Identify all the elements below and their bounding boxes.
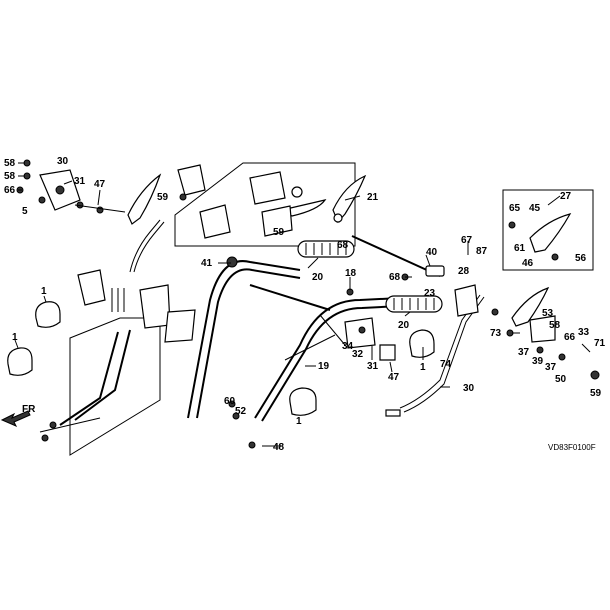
callout-40: 40	[426, 247, 438, 258]
callout-47a: 47	[94, 179, 106, 190]
callout-32: 32	[352, 349, 364, 360]
grip-20-upper	[297, 240, 355, 258]
callout-61: 61	[514, 243, 526, 254]
callout-66b: 66	[564, 332, 576, 343]
callout-34: 34	[342, 341, 354, 352]
callout-68a: 68	[337, 240, 349, 251]
callout-1b: 1	[12, 332, 18, 343]
clamp-1-a	[35, 301, 61, 328]
fr-label: FR	[22, 404, 36, 415]
callout-58a: 58	[4, 158, 16, 169]
lever-right	[511, 286, 550, 327]
inset-box-left	[69, 317, 161, 456]
callout-66a: 66	[4, 185, 16, 196]
clamp-1-c	[409, 329, 435, 358]
callout-31a: 31	[74, 176, 86, 187]
callout-52: 52	[235, 406, 247, 417]
callout-45: 45	[529, 203, 541, 214]
callout-50: 50	[555, 374, 567, 385]
grip-20-lower	[385, 295, 443, 313]
callout-1d: 1	[296, 416, 302, 427]
lever-27	[529, 213, 572, 253]
callout-47b: 47	[388, 372, 400, 383]
callout-58b: 58	[4, 171, 16, 182]
callouts: 58 30 58 31 66 47 5 59 59 21 68 27 65 45…	[4, 156, 606, 453]
callout-48: 48	[273, 442, 285, 453]
callout-58c: 58	[549, 320, 561, 331]
callout-46: 46	[522, 258, 534, 269]
callout-37a: 37	[518, 347, 530, 358]
callout-60: 60	[224, 396, 236, 407]
callout-59a: 59	[157, 192, 169, 203]
inset-box-right	[502, 189, 594, 271]
callout-74: 74	[440, 359, 452, 370]
bracket-upper-left	[39, 169, 126, 214]
bracket-inset-center	[177, 164, 293, 239]
callout-59c: 59	[590, 388, 602, 399]
callout-1c: 1	[420, 362, 426, 373]
callout-65: 65	[509, 203, 521, 214]
callout-53: 53	[542, 308, 554, 319]
leader-lines	[14, 162, 591, 447]
diagram-code: VD83F0100F	[548, 443, 596, 452]
fasteners	[16, 159, 600, 449]
callout-59b: 59	[273, 227, 285, 238]
callout-30b: 30	[463, 383, 475, 394]
main-handle	[187, 260, 331, 419]
cross-rod	[351, 235, 445, 277]
callout-56: 56	[575, 253, 587, 264]
front-direction-arrow: FR	[0, 404, 36, 427]
callout-27: 27	[560, 191, 572, 202]
callout-67: 67	[461, 235, 473, 246]
callout-23: 23	[424, 288, 436, 299]
callout-41: 41	[201, 258, 213, 269]
callout-31b: 31	[367, 361, 379, 372]
callout-87: 87	[476, 246, 488, 257]
lever-upper-left	[127, 173, 162, 225]
callout-68b: 68	[389, 272, 401, 283]
lower-handle	[254, 297, 401, 422]
callout-73: 73	[490, 328, 502, 339]
callout-19: 19	[318, 361, 330, 372]
clamp-1-b	[7, 347, 33, 376]
bracket-right	[344, 284, 556, 361]
control-rods-left	[39, 329, 131, 433]
callout-20a: 20	[312, 272, 324, 283]
cable-30	[385, 294, 485, 417]
callout-71: 71	[594, 338, 606, 349]
callout-28: 28	[458, 266, 470, 277]
lever-center-inset	[280, 186, 327, 217]
cable-upper-left	[129, 219, 165, 273]
callout-39: 39	[532, 356, 544, 367]
callout-33: 33	[578, 327, 590, 338]
callout-21: 21	[367, 192, 379, 203]
clamp-1-d	[289, 387, 317, 416]
callout-1a: 1	[41, 286, 47, 297]
callout-5a: 5	[22, 206, 28, 217]
bracket-center-left	[77, 269, 196, 343]
callout-20b: 20	[398, 320, 410, 331]
callout-30: 30	[57, 156, 69, 167]
callout-37b: 37	[545, 362, 557, 373]
callout-18: 18	[345, 268, 357, 279]
